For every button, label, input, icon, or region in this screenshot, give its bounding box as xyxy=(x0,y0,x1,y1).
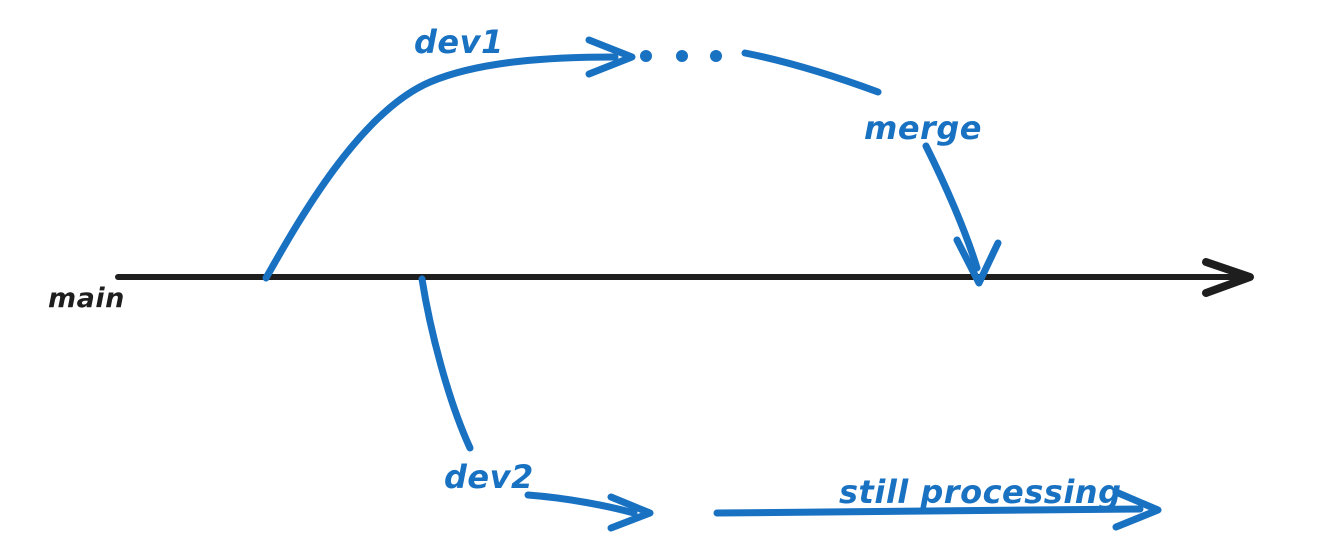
main-branch-line xyxy=(115,258,1254,297)
ellipsis-dot xyxy=(640,50,652,62)
dev2-branch-edge xyxy=(418,275,474,452)
merge-arrowhead-icon xyxy=(953,236,1002,287)
ellipsis-dots xyxy=(640,50,722,62)
still-processing-stroke xyxy=(713,505,1144,517)
merge-arrow-stroke xyxy=(922,142,981,272)
dev1-branch-edge xyxy=(262,36,636,282)
dev1-arrowhead-icon xyxy=(585,36,636,78)
label-dev1: dev1 xyxy=(414,23,504,61)
dev1-to-merge-edge xyxy=(741,49,882,96)
dev1-to-merge-stroke xyxy=(741,49,882,96)
dev2-short-arrow-edge xyxy=(524,491,654,532)
label-merge: merge xyxy=(864,109,982,147)
still-processing-arrowhead-icon xyxy=(1112,488,1162,531)
label-dev2: dev2 xyxy=(444,458,534,496)
label-main: main xyxy=(48,283,125,314)
dev2-arrowhead-icon xyxy=(607,493,654,532)
dev2-branch-stroke xyxy=(418,275,474,452)
main-arrowhead-icon xyxy=(1202,258,1254,297)
label-still-processing: still processing xyxy=(839,473,1121,511)
still-processing-edge xyxy=(713,488,1162,531)
merge-into-main-edge xyxy=(922,142,1002,287)
dev2-short-arrow-stroke xyxy=(524,491,638,517)
dev1-branch-stroke xyxy=(262,53,619,282)
ellipsis-dot xyxy=(676,50,688,62)
ellipsis-dot xyxy=(710,50,722,62)
